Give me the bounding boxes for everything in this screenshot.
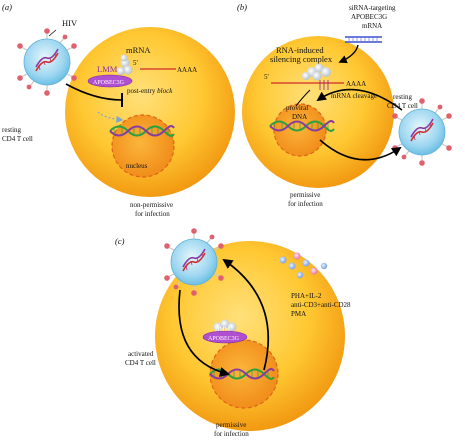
lmm-label: LMM [97, 64, 118, 74]
proviral-label-line2: DNA [292, 113, 307, 121]
panel-a-letter: (a) [2, 2, 12, 12]
cleaved-mrna-fragments [319, 80, 329, 90]
proviral-label-line1: proviral [286, 104, 308, 112]
polya-a: AAAA [177, 66, 197, 74]
cell-label-a-line2: CD4 T cell [2, 135, 33, 143]
mrna-label-a: mRNA [126, 45, 151, 55]
stimulus-line1: PHA+IL-2 [291, 292, 322, 300]
post-entry-block-label: post-entry block [127, 87, 173, 95]
outcome-a-line1: non-permissive [130, 201, 173, 209]
sirna-label-line1: siRNA-targeting [349, 4, 396, 12]
outcome-a-line2: for infection [135, 210, 170, 218]
entry-arrow-c [178, 289, 230, 377]
panel-c-letter: (c) [115, 236, 125, 246]
stimuli-molecules-icon [279, 252, 328, 279]
panel-b: (b) siRNA-targeting APOBEC3G mRNA RNA-in… [237, 2, 453, 208]
stimulus-line2: anti-CD3+anti-CD28 [291, 301, 351, 309]
release-arrow-b [319, 139, 402, 161]
panel-b-letter: (b) [237, 2, 247, 12]
cell-label-b-line2: CD4 T cell [387, 102, 418, 110]
polya-b: AAAA [346, 80, 366, 88]
hmm-label: HMM [215, 327, 231, 333]
sirna-to-risc-arrow [338, 44, 359, 64]
risc-label-line2: silencing complex [270, 54, 333, 64]
cell-label-c-line2: CD4 T cell [125, 359, 156, 367]
cell-label-b-line1: resting [393, 93, 413, 101]
outcome-b-line2: for infection [288, 200, 323, 208]
cell-label-a-line1: resting [2, 126, 22, 134]
apobec3g-complex-icon: HMM APOBEC3G [202, 319, 248, 344]
release-arrow-c [222, 258, 270, 371]
sirna-label-line3: mRNA [362, 22, 382, 30]
hiv-label: HIV [62, 18, 78, 28]
entry-arrow-b [316, 88, 403, 111]
apobec-label-c: APOBEC3G [208, 336, 240, 342]
risc-label-line1: RNA-induced [276, 45, 324, 55]
panel-a: (a) nucleus HIV mRNA 5' AAAA LMM APOBEC3 [2, 2, 235, 218]
sirna-duplex-icon [345, 36, 382, 43]
risc-complex-icon [302, 63, 331, 81]
cleavage-pointer [295, 89, 311, 107]
five-prime-a: 5' [133, 59, 138, 67]
entry-arrow-blocked [65, 83, 123, 101]
outcome-c-line2: for infection [214, 430, 249, 438]
cleavage-label: mRNA cleavage [331, 92, 377, 100]
nucleus-label: nucleus [126, 162, 148, 170]
outcome-c-line1: permissive [216, 421, 246, 429]
sirna-label-line2: APOBEC3G [351, 13, 387, 21]
panel-c: (c) HMM APOBEC3G PHA+IL-2 anti-CD [115, 227, 351, 438]
apobec-label-a: APOBEC3G [93, 80, 125, 86]
activated-cd4-cell [155, 241, 345, 431]
dashed-to-nucleus-arrow [97, 111, 124, 123]
apobec3g-complex-icon: APOBEC3G [87, 74, 133, 88]
ribosome-icon [117, 54, 133, 75]
stimulus-line3: PMA [291, 310, 306, 318]
resting-cd4-cell-a [65, 27, 235, 197]
hiv-pointer-line [48, 29, 57, 37]
outcome-b-line1: permissive [290, 191, 320, 199]
five-prime-b: 5' [264, 73, 269, 81]
cell-label-c-line1: activated [128, 350, 154, 358]
